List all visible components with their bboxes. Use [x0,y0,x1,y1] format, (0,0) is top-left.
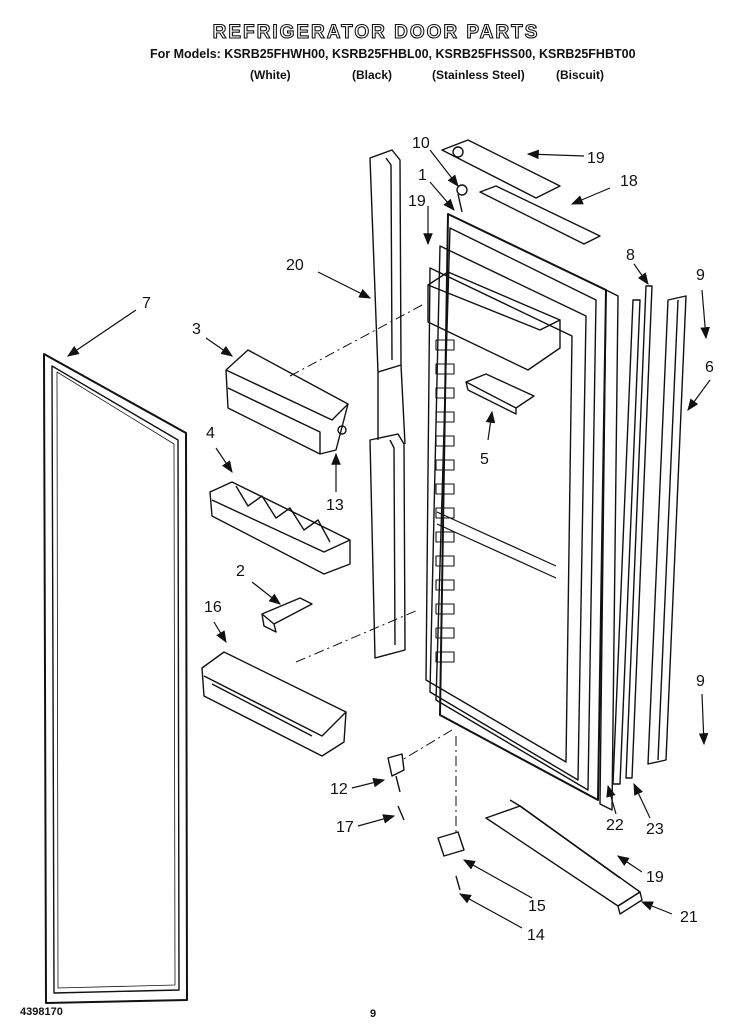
callout-8: 8 [626,247,635,264]
callout-2: 2 [236,563,245,580]
callout-23: 23 [646,821,664,838]
door-side-strips [599,285,653,811]
callout-19-bottom: 19 [646,869,664,886]
shelf-support-tab [435,651,455,663]
finish-black: (Black) [352,68,393,82]
finish-white: (White) [250,68,291,82]
document-number: 4398170 [20,1006,63,1018]
top-cap-part [441,139,601,245]
finish-biscuit: (Biscuit) [556,68,604,82]
callout-14: 14 [527,927,545,944]
shelf-support-tab [435,435,455,447]
page-title: REFRIGERATOR DOOR PARTS [212,21,540,43]
shelf-support-tab [435,411,455,423]
shelf-support-tab [435,507,455,519]
left-trim-strip-part [369,149,406,659]
shelf-support-tab [435,483,455,495]
shelf-support-tab [435,603,455,615]
shelf-support-tab [435,363,455,375]
dairy-compartment-part [225,349,349,455]
callout-9-bottom: 9 [696,673,705,690]
callout-6: 6 [705,359,714,376]
callout-16: 16 [204,599,222,616]
callout-labels: 19 18 10 1 19 20 7 3 4 2 16 13 5 8 9 6 9… [142,135,714,944]
hinge-hardware-part [387,753,465,891]
callout-9-top: 9 [696,267,705,284]
door-gasket-part [43,353,188,1004]
callout-18: 18 [620,173,638,190]
door-bin-part [201,651,347,757]
models-line: For Models: KSRB25FHWH00, KSRB25FHBL00, … [150,47,636,61]
shelf-support-tab [435,555,455,567]
finish-stainless: (Stainless Steel) [432,68,525,82]
callout-19-left: 19 [408,193,426,210]
callout-20: 20 [286,257,304,274]
callout-1: 1 [418,167,427,184]
callout-21: 21 [680,909,698,926]
callout-22: 22 [606,817,624,834]
callout-15: 15 [528,898,546,915]
bottom-hinge-plate-part [485,799,643,915]
callout-4: 4 [206,425,215,442]
bracket-part [261,597,313,633]
callout-19-top: 19 [587,150,605,167]
bottle-rack-part [209,481,351,575]
callout-10: 10 [412,135,430,152]
shelf-support-tab [435,627,455,639]
shelf-support-tab [435,579,455,591]
callout-13: 13 [326,497,344,514]
page-number: 9 [370,1008,377,1020]
callout-leaders [67,149,711,929]
assembly-lines [289,303,457,836]
shelf-support-tab [435,531,455,543]
shelf-support-tab [435,339,455,351]
door-shelf-supports [435,339,455,663]
callout-12: 12 [330,781,348,798]
callout-7: 7 [142,295,151,312]
small-bin-part [465,373,535,415]
shelf-support-tab [435,459,455,471]
shelf-support-tab [435,387,455,399]
right-trim-strip-part [647,295,687,765]
refrigerator-door-inner-panel [425,213,607,801]
callout-17: 17 [336,819,354,836]
callout-5: 5 [480,451,489,468]
callout-3: 3 [192,321,201,338]
